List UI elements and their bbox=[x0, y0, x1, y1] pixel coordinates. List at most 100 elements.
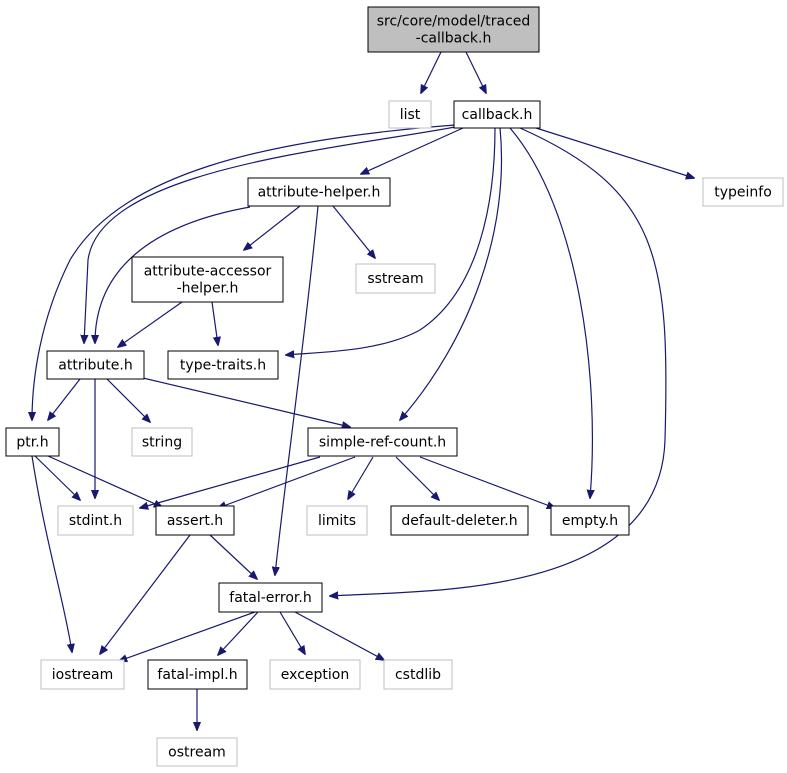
edge-callback-to-type-traits bbox=[286, 127, 496, 355]
edge-callback-to-fatal-error bbox=[330, 127, 667, 596]
node-label: empty.h bbox=[562, 513, 618, 529]
node-fatal-impl[interactable]: fatal-impl.h bbox=[147, 659, 248, 690]
node-box bbox=[57, 505, 134, 536]
edge-attribute-helper-to-attribute-accessor-helper bbox=[244, 205, 301, 250]
edge-fatal-error-to-exception bbox=[279, 611, 305, 654]
node-box bbox=[218, 582, 323, 613]
node-limits: limits bbox=[306, 505, 368, 536]
edge-attribute-accessor-helper-to-type-traits bbox=[211, 301, 218, 345]
edges-layer bbox=[31, 51, 694, 730]
node-label: cstdlib bbox=[395, 667, 441, 683]
node-label: attribute-helper.h bbox=[258, 185, 381, 201]
node-string: string bbox=[131, 427, 193, 457]
node-box bbox=[131, 427, 193, 457]
node-box bbox=[156, 737, 238, 767]
node-assert[interactable]: assert.h bbox=[155, 505, 235, 536]
edge-ptr-to-stdint bbox=[34, 455, 80, 500]
node-box bbox=[247, 177, 391, 207]
node-cstdlib: cstdlib bbox=[383, 659, 453, 690]
edge-attribute-to-simple-ref-count bbox=[142, 377, 350, 427]
edge-ptr-to-iostream bbox=[31, 455, 72, 652]
node-label: limits bbox=[318, 513, 356, 529]
node-label: default-deleter.h bbox=[401, 513, 517, 529]
node-label: -helper.h bbox=[177, 281, 239, 297]
edge-attribute-to-string bbox=[106, 378, 150, 422]
node-box bbox=[453, 100, 541, 129]
node-attribute[interactable]: attribute.h bbox=[46, 350, 145, 380]
node-box bbox=[702, 177, 784, 207]
node-simple-ref-count[interactable]: simple-ref-count.h bbox=[307, 427, 458, 457]
node-box bbox=[383, 659, 453, 690]
node-fatal-error[interactable]: fatal-error.h bbox=[218, 582, 323, 613]
nodes-layer: src/core/model/traced-callback.h list call… bbox=[5, 6, 784, 767]
node-box bbox=[40, 659, 125, 690]
node-box bbox=[390, 505, 529, 536]
node-box bbox=[355, 263, 436, 294]
node-stdint: stdint.h bbox=[57, 505, 134, 536]
node-type-traits[interactable]: type-traits.h bbox=[167, 350, 279, 380]
edge-attribute-to-ptr bbox=[48, 378, 81, 420]
node-label: type-traits.h bbox=[180, 358, 266, 374]
node-box bbox=[388, 100, 432, 129]
node-empty[interactable]: empty.h bbox=[550, 505, 630, 536]
edge-simple-ref-count-to-stdint bbox=[140, 456, 321, 508]
edge-attribute-helper-to-sstream bbox=[332, 205, 375, 258]
node-attribute-accessor-helper[interactable]: attribute-accessor-helper.h bbox=[131, 256, 284, 303]
edge-ptr-to-assert bbox=[47, 455, 162, 507]
node-label: attribute-accessor bbox=[144, 264, 272, 280]
node-box bbox=[131, 256, 284, 303]
node-label: ostream bbox=[168, 745, 226, 761]
edge-attribute-helper-to-attribute bbox=[95, 206, 251, 343]
node-ostream: ostream bbox=[156, 737, 238, 767]
edge-fatal-error-to-cstdlib bbox=[294, 611, 384, 660]
edge-attribute-helper-to-fatal-error bbox=[275, 205, 319, 575]
node-box bbox=[5, 427, 60, 457]
edge-callback-to-attribute bbox=[84, 126, 456, 343]
node-box bbox=[167, 350, 279, 380]
edge-assert-to-fatal-error bbox=[209, 534, 257, 579]
node-ptr[interactable]: ptr.h bbox=[5, 427, 60, 457]
node-box bbox=[269, 659, 361, 690]
node-label: exception bbox=[281, 667, 349, 683]
edge-assert-to-iostream bbox=[100, 534, 191, 654]
node-label: string bbox=[142, 435, 182, 451]
edge-callback-to-simple-ref-count bbox=[400, 127, 503, 420]
node-box bbox=[550, 505, 630, 536]
node-label: callback.h bbox=[462, 107, 533, 123]
node-box bbox=[306, 505, 368, 536]
node-callback[interactable]: callback.h bbox=[453, 100, 541, 129]
node-sstream: sstream bbox=[355, 263, 436, 294]
node-label: stdint.h bbox=[69, 513, 122, 529]
edge-simple-ref-count-to-limits bbox=[348, 456, 374, 499]
edge-root-to-callback bbox=[465, 51, 486, 93]
edge-fatal-error-to-iostream bbox=[119, 611, 256, 661]
node-label: fatal-impl.h bbox=[157, 667, 237, 683]
node-label: iostream bbox=[52, 667, 114, 683]
edge-simple-ref-count-to-default-deleter bbox=[395, 456, 439, 500]
node-iostream: iostream bbox=[40, 659, 125, 690]
node-label: typeinfo bbox=[714, 185, 772, 201]
node-label: simple-ref-count.h bbox=[319, 435, 446, 451]
node-attribute-helper[interactable]: attribute-helper.h bbox=[247, 177, 391, 207]
node-root[interactable]: src/core/model/traced-callback.h bbox=[367, 6, 540, 53]
node-box bbox=[307, 427, 458, 457]
node-box bbox=[155, 505, 235, 536]
node-box bbox=[367, 6, 540, 53]
node-typeinfo: typeinfo bbox=[702, 177, 784, 207]
edge-simple-ref-count-to-assert bbox=[218, 456, 356, 508]
node-box bbox=[46, 350, 145, 380]
node-label: attribute.h bbox=[58, 358, 132, 374]
node-label: fatal-error.h bbox=[229, 590, 311, 606]
node-label: -callback.h bbox=[416, 31, 492, 47]
node-list: list bbox=[388, 100, 432, 129]
node-exception: exception bbox=[269, 659, 361, 690]
edge-fatal-error-to-fatal-impl bbox=[218, 611, 259, 655]
node-default-deleter[interactable]: default-deleter.h bbox=[390, 505, 529, 536]
node-label: ptr.h bbox=[16, 435, 48, 451]
edge-callback-to-typeinfo bbox=[535, 127, 694, 178]
node-label: sstream bbox=[367, 271, 423, 287]
edge-callback-to-ptr bbox=[32, 124, 456, 420]
edge-callback-to-attribute-helper bbox=[361, 127, 464, 174]
edge-callback-to-empty bbox=[509, 127, 592, 498]
